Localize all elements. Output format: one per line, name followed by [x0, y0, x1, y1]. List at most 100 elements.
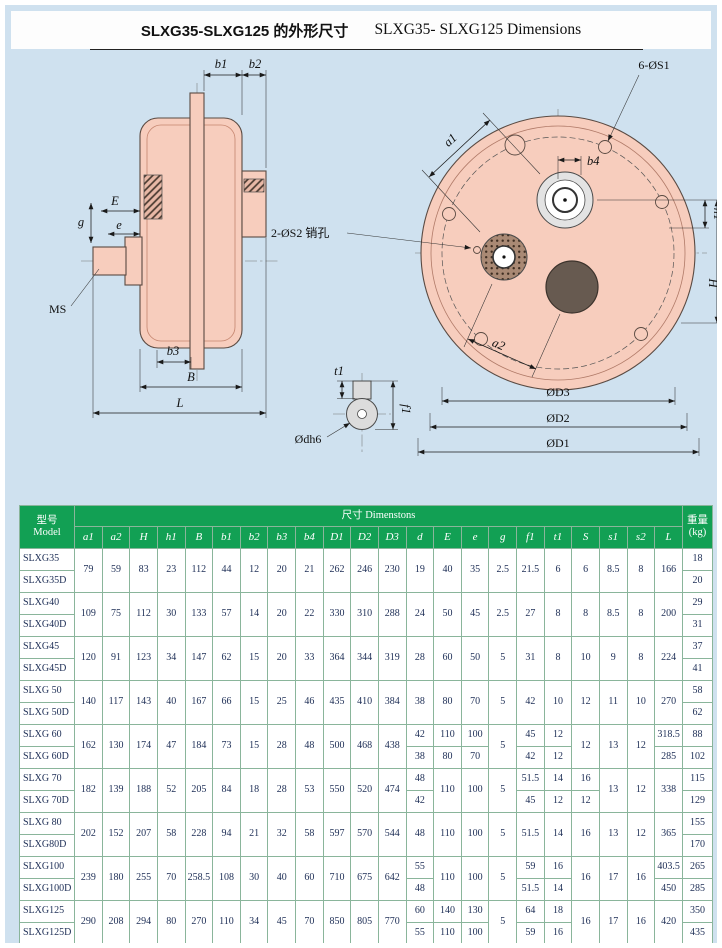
table-cell: 474 [377, 768, 407, 813]
table-cell: 265 [682, 856, 713, 879]
table-cell: 228 [184, 812, 214, 857]
table-cell: 5 [488, 856, 517, 901]
model-cell: SLXG 70D [19, 790, 75, 813]
table-cell: 55 [405, 922, 435, 943]
table-cell: 34 [239, 900, 269, 943]
table-cell: 51.5 [516, 812, 545, 857]
table-cell: 22 [295, 592, 324, 637]
table-cell: 46 [295, 680, 324, 725]
label-MS: MS [49, 302, 66, 316]
model-cell: SLXG80D [19, 834, 75, 857]
table-cell: 642 [377, 856, 407, 901]
table-cell: 45 [516, 724, 545, 747]
table-cell: 167 [184, 680, 214, 725]
table-cell: 15 [239, 680, 269, 725]
table-cell: 2.5 [488, 592, 517, 637]
table-cell: 50 [433, 592, 462, 637]
table-cell: 438 [377, 724, 407, 769]
table-cell: 139 [101, 768, 131, 813]
table-cell: 38 [405, 746, 435, 769]
table-cell: 364 [322, 636, 352, 681]
label-g: g [78, 215, 84, 229]
label-pin-holes: 2-ØS2 销孔 [271, 226, 329, 240]
table-cell: 597 [322, 812, 352, 857]
table-cell: 262 [322, 548, 352, 593]
housing-outline [420, 115, 696, 391]
header-model-cn: 型号 [36, 514, 58, 526]
model-cell: SLXG45D [19, 658, 75, 681]
table-cell: 59 [516, 856, 545, 879]
table-cell: 188 [129, 768, 158, 813]
table-cell: 5 [488, 768, 517, 813]
label-t1: t1 [334, 364, 344, 378]
table-cell: 143 [129, 680, 158, 725]
table-cell: 338 [654, 768, 683, 813]
table-cell: 16 [571, 856, 600, 901]
table-cell: 50 [460, 636, 490, 681]
table-cell: 45 [460, 592, 490, 637]
input-gear [545, 260, 599, 314]
mounting-plate [189, 92, 205, 370]
col-header-g: g [488, 526, 517, 549]
label-a2: a2 [490, 335, 507, 353]
table-cell: 294 [129, 900, 158, 943]
table-cell: 110 [433, 922, 462, 943]
table-cell: 17 [598, 856, 628, 901]
header-weight-cn: 重量 [687, 514, 708, 526]
table-cell: 403.5 [654, 856, 683, 879]
model-cell: SLXG100D [19, 878, 75, 901]
table-cell: 28 [267, 768, 296, 813]
table-cell: 384 [377, 680, 407, 725]
col-header-a2: a2 [101, 526, 131, 549]
table-cell: 207 [129, 812, 158, 857]
table-cell: 40 [267, 856, 296, 901]
table-cell: 58 [295, 812, 324, 857]
table-cell: 520 [350, 768, 379, 813]
table-cell: 8 [543, 592, 573, 637]
table-cell: 110 [433, 856, 462, 901]
table-cell: 27 [516, 592, 545, 637]
table-cell: 344 [350, 636, 379, 681]
table-cell: 435 [322, 680, 352, 725]
technical-drawings: b1 b2 E e g MS b3 B L [49, 57, 717, 456]
table-cell: 30 [156, 592, 186, 637]
table-cell: 9 [598, 636, 628, 681]
table-cell: 16 [543, 922, 573, 943]
table-cell: 8 [543, 636, 573, 681]
table-cell: 14 [239, 592, 269, 637]
label-e: e [116, 218, 122, 232]
bolt-hole [634, 327, 648, 341]
table-cell: 44 [212, 548, 241, 593]
bolt-hole [474, 332, 488, 346]
table-cell: 129 [682, 790, 713, 813]
table-cell: 350 [682, 900, 713, 923]
table-cell: 112 [184, 548, 214, 593]
header-weight-en: (kg) [688, 527, 707, 538]
table-cell: 64 [516, 900, 545, 923]
table-cell: 205 [184, 768, 214, 813]
table-cell: 48 [405, 768, 435, 791]
bolt-hole [442, 207, 456, 221]
table-cell: 17 [598, 900, 628, 943]
label-B: B [187, 370, 195, 384]
table-cell: 53 [295, 768, 324, 813]
table-cell: 174 [129, 724, 158, 769]
label-b4: b4 [587, 154, 600, 168]
table-cell: 500 [322, 724, 352, 769]
table-cell: 100 [460, 768, 490, 813]
col-header-H: H [129, 526, 158, 549]
table-cell: 42 [405, 724, 435, 747]
table-cell: 14 [543, 812, 573, 857]
label-dh6: Ødh6 [295, 432, 322, 446]
table-cell: 110 [433, 812, 462, 857]
col-header-t1: t1 [543, 526, 573, 549]
col-header-b2: b2 [239, 526, 269, 549]
table-cell: 12 [239, 548, 269, 593]
col-header-d: d [405, 526, 435, 549]
table-cell: 12 [626, 724, 656, 769]
table-cell: 420 [654, 900, 683, 943]
label-E: E [110, 194, 119, 208]
